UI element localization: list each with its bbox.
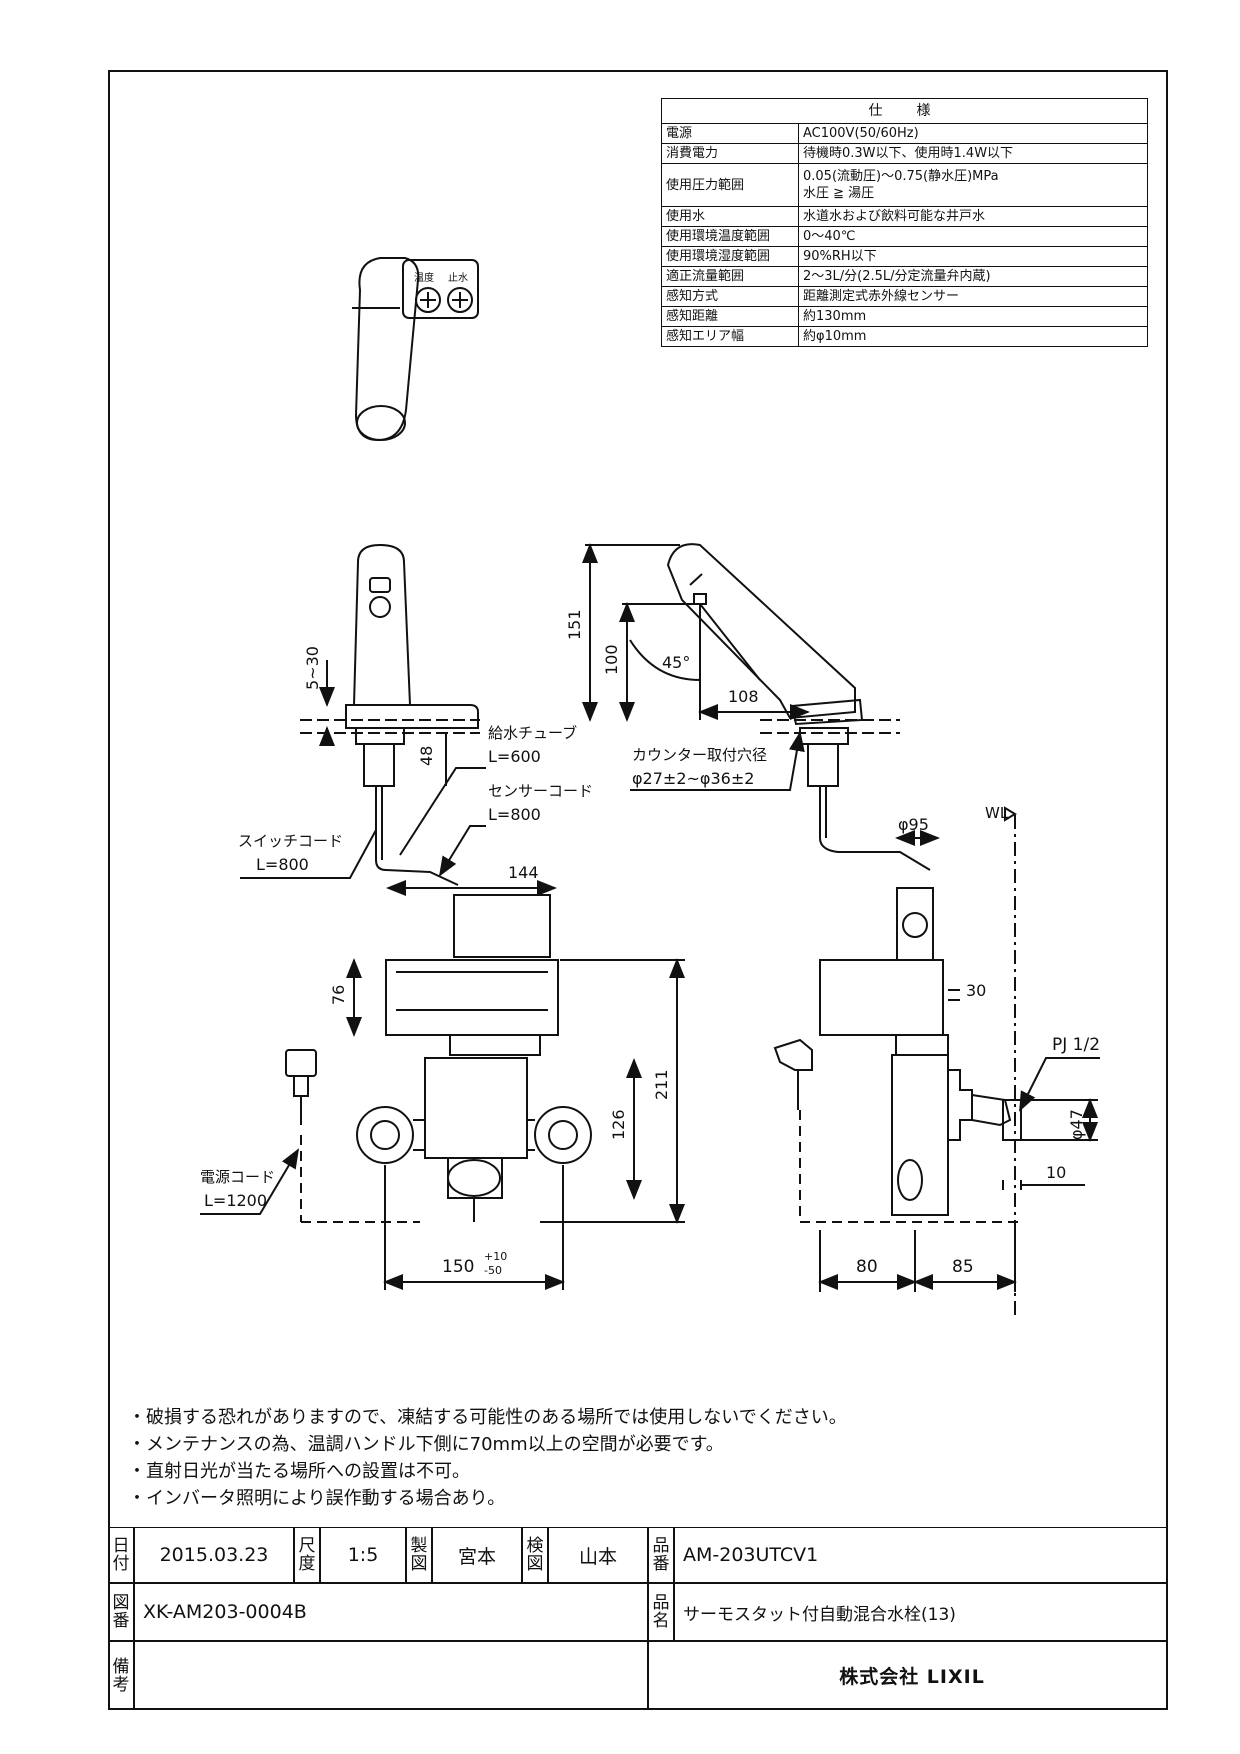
product-name-label: 品名 xyxy=(648,1583,674,1641)
supply-tube-length: L=600 xyxy=(488,747,541,766)
dim-150-tol-dn: -50 xyxy=(484,1264,502,1277)
product-no: AM-203UTCV1 xyxy=(674,1527,1168,1583)
sensor-cord-label: センサーコード xyxy=(488,782,593,800)
dim-151: 151 xyxy=(565,609,584,640)
checked-by: 山本 xyxy=(548,1527,648,1583)
title-block: 日付 2015.03.23 尺度 1:5 製図 宮本 検図 山本 品番 AM-2… xyxy=(108,1527,1168,1710)
scale-label: 尺度 xyxy=(294,1527,320,1583)
counter-hole-label: カウンター取付穴径 xyxy=(632,746,767,764)
dim-126: 126 xyxy=(609,1109,628,1140)
drawing-no-label: 図番 xyxy=(108,1583,134,1641)
spec-value: 0.05(流動圧)～0.75(静水圧)MPa xyxy=(803,169,999,184)
spec-value-2: 水圧 ≧ 湯圧 xyxy=(803,186,875,201)
dim-48: 48 xyxy=(417,746,436,766)
dim-144: 144 xyxy=(508,863,539,882)
pj-label: PJ 1/2 xyxy=(1052,1035,1100,1055)
date-label: 日付 xyxy=(108,1527,134,1583)
dim-85: 85 xyxy=(952,1257,974,1277)
drawn-label: 製図 xyxy=(406,1527,432,1583)
dim-phi47: φ47 xyxy=(1067,1109,1086,1140)
drawing-no: XK-AM203-0004B xyxy=(134,1583,648,1641)
sensor-cord-length: L=800 xyxy=(488,805,541,824)
dim-10: 10 xyxy=(1046,1163,1066,1182)
power-cord-label: 電源コード xyxy=(200,1168,275,1186)
date-value: 2015.03.23 xyxy=(134,1527,294,1583)
top-view-label-stop: 止水 xyxy=(448,272,468,284)
scale-value: 1:5 xyxy=(320,1527,406,1583)
supply-tube-label: 給水チューブ xyxy=(488,724,577,742)
switch-cord-label: スイッチコード xyxy=(238,832,343,850)
checked-label: 検図 xyxy=(522,1527,548,1583)
top-view: 温度 止水 xyxy=(352,257,479,442)
spec-row: 感知方式距離測定式赤外線センサー xyxy=(661,286,1148,307)
note-item: ・インバータ照明により誤作動する場合あり。 xyxy=(128,1488,506,1509)
angle-45: 45° xyxy=(662,653,690,672)
company-logo: 株式会社 LIXIL xyxy=(648,1641,1168,1710)
dim-211: 211 xyxy=(652,1069,671,1100)
wl-label: WL xyxy=(985,804,1009,822)
dim-phi95: φ95 xyxy=(898,815,929,834)
front-view: 5~30 48 給水チューブ L=600 センサーコード L=800 スイッチコ… xyxy=(200,543,685,1290)
note-item: ・破損する恐れがありますので、凍結する可能性のある場所では使用しないでください。 xyxy=(128,1407,847,1428)
dim-80: 80 xyxy=(856,1257,878,1277)
drawn-by: 宮本 xyxy=(432,1527,522,1583)
dim-108: 108 xyxy=(728,687,759,706)
power-cord-length: L=1200 xyxy=(204,1191,267,1210)
remarks-value xyxy=(134,1641,648,1710)
remarks-label: 備考 xyxy=(108,1641,134,1710)
dim-150-tol-up: +10 xyxy=(484,1250,507,1263)
spec-row: 感知エリア幅約φ10mm xyxy=(661,326,1148,347)
dim-76: 76 xyxy=(329,985,348,1005)
note-item: ・直射日光が当たる場所への設置は不可。 xyxy=(128,1461,470,1482)
technical-drawing: 温度 止水 xyxy=(200,257,1100,1320)
side-view: WL 151 100 45° 108 カウンター取付穴径 φ27±2~φ36±2… xyxy=(565,543,1100,1320)
product-no-label: 品番 xyxy=(648,1527,674,1583)
dim-5-30: 5~30 xyxy=(303,646,322,690)
dim-150: 150 xyxy=(442,1257,474,1277)
top-view-label-temp: 温度 xyxy=(414,271,434,284)
switch-cord-length: L=800 xyxy=(256,855,309,874)
product-name: サーモスタット付自動混合水栓(13) xyxy=(674,1583,1168,1641)
dim-100: 100 xyxy=(602,644,621,675)
note-item: ・メンテナンスの為、温調ハンドル下側に70mm以上の空間が必要です。 xyxy=(128,1434,724,1455)
notes: ・破損する恐れがありますので、凍結する可能性のある場所では使用しないでください。… xyxy=(128,1404,1028,1512)
dim-30: 30 xyxy=(966,981,986,1000)
counter-hole-dia: φ27±2~φ36±2 xyxy=(632,769,754,788)
